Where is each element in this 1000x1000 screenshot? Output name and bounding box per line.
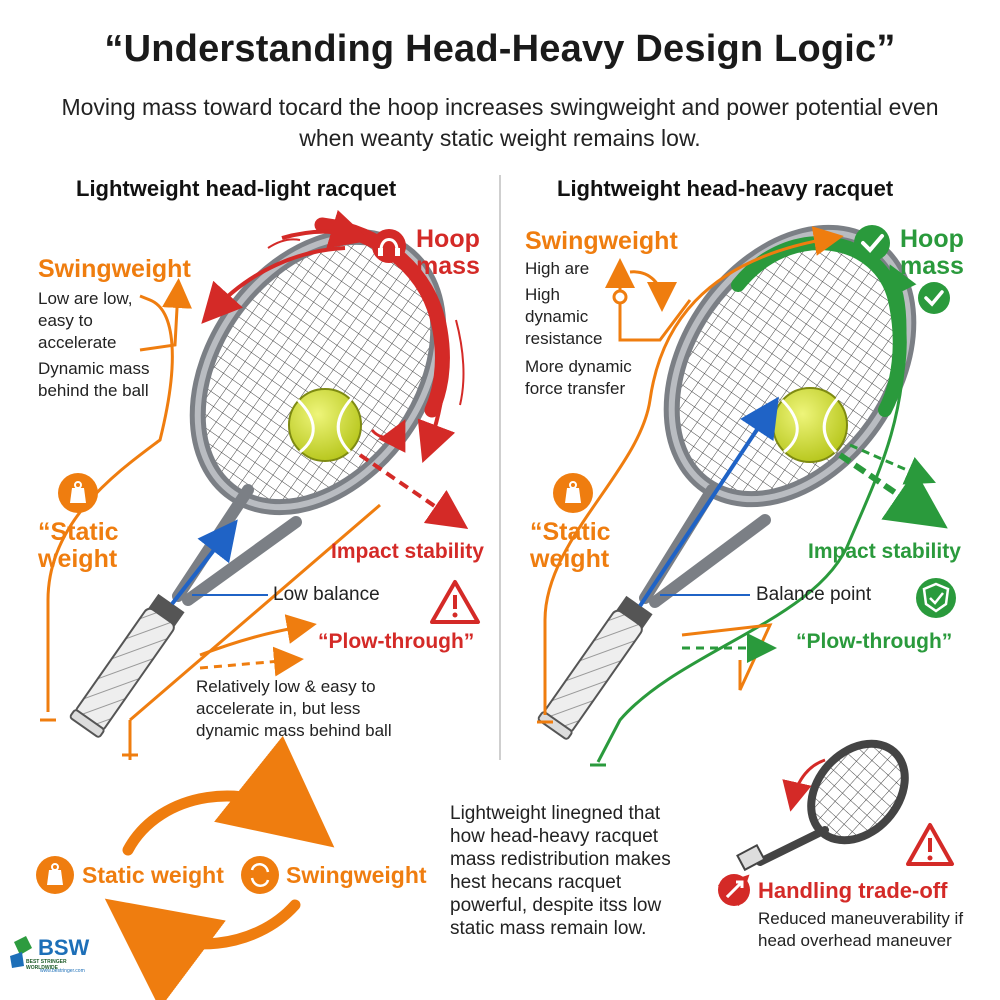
right-balance-arrow [638, 396, 779, 608]
headset-icon [372, 229, 406, 263]
logo-name: BSW [38, 935, 90, 960]
check-circle-icon [854, 225, 890, 261]
weight-icon [58, 473, 98, 513]
logo-subtitle: BEST STRINGER WORLDWIDE [26, 959, 67, 971]
right-orange-swing-path [543, 226, 844, 715]
left-impact-arrow [358, 453, 469, 530]
logo [10, 936, 32, 968]
cycle-arrows-icon [104, 735, 335, 1000]
right-swingweight-label: Swingweight [525, 227, 678, 255]
right-racquet [537, 224, 917, 740]
logo-url: www.bestringer.com [40, 968, 85, 974]
check-circle-small-icon [918, 282, 950, 314]
warning-icon [430, 580, 480, 624]
right-swingweight-desc3: More dynamic force transfer [525, 357, 632, 398]
left-swing-path [46, 294, 174, 712]
cycle-static-weight-label: Static weight [82, 862, 224, 888]
left-static-weight-label: “Static weight [38, 518, 119, 573]
left-plow-desc: Relatively low & easy to accelerate in, … [196, 677, 392, 740]
summary-text: Lightweight linegned that how head-heavy… [450, 803, 671, 939]
left-impact-stability-label: Impact stability [331, 540, 484, 563]
left-swingweight-desc: Low are low, easy to accelerate [38, 289, 133, 352]
right-plow-through-label: “Plow-through” [796, 630, 953, 653]
right-panel-heading: Lightweight head-heavy racquet [557, 176, 894, 201]
left-plow-through-label: “Plow-through” [318, 630, 475, 653]
right-static-weight-label: “Static weight [530, 518, 611, 573]
left-swingweight-label: Swingweight [38, 255, 191, 283]
cycle-swingweight-label: Swingweight [286, 862, 427, 888]
shield-check-icon [916, 578, 956, 618]
left-balance-label: Low balance [273, 584, 380, 605]
tradeoff-desc: Reduced maneuverability if head overhead… [758, 909, 964, 950]
weight-icon [36, 856, 74, 894]
small-racquet [736, 739, 909, 872]
trade-off-icon [717, 874, 750, 907]
right-impact-arrow [838, 452, 948, 529]
warning-icon [906, 823, 954, 866]
page-subtitle: Moving mass toward tocard the hoop incre… [61, 94, 939, 151]
page-title: “Understanding Head-Heavy Design Logic” [104, 28, 896, 70]
rotate-icon [241, 856, 279, 894]
right-balance-label: Balance point [756, 584, 872, 605]
right-green-swing-path [596, 264, 917, 763]
left-panel-heading: Lightweight head-light racquet [76, 176, 397, 201]
right-swingweight-desc1: High are [525, 259, 590, 278]
left-hoop-mass-label: Hoop mass [416, 225, 480, 280]
right-hoop-mass-label: Hoop mass [900, 225, 964, 280]
left-dynamic-desc: Dynamic mass behind the ball [38, 359, 150, 400]
left-balance-arrow [170, 519, 238, 606]
tradeoff-title: Handling trade-off [758, 878, 948, 903]
right-impact-stability-label: Impact stability [808, 540, 961, 563]
right-swingweight-desc2: High dynamic resistance [525, 285, 603, 348]
weight-icon [553, 473, 593, 513]
